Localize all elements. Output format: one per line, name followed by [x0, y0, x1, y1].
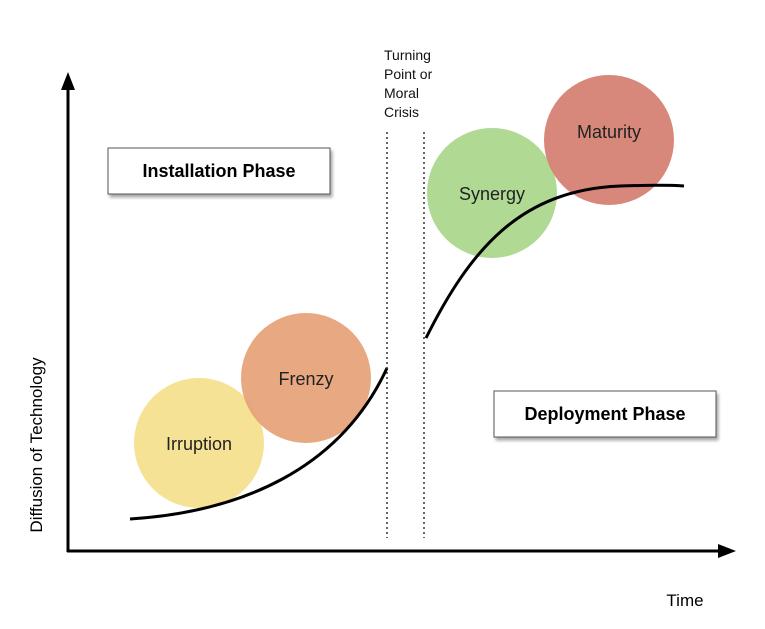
installation-curve	[129, 367, 389, 521]
deployment-curve	[424, 183, 685, 339]
x-axis-arrowhead	[718, 544, 736, 558]
y-axis-arrowhead	[61, 72, 75, 90]
turning-point-line-3: Moral	[384, 85, 419, 101]
turning-point-line-4: Crisis	[384, 104, 419, 120]
turning-point-line-1: Turning	[384, 47, 431, 63]
stage-label-frenzy: Frenzy	[278, 369, 333, 389]
y-axis-label: Diffusion of Technology	[27, 357, 46, 533]
installation-phase-label: Installation Phase	[142, 161, 295, 181]
x-axis-label: Time	[666, 591, 703, 610]
stage-label-irruption: Irruption	[166, 434, 232, 454]
stage-label-maturity: Maturity	[577, 122, 641, 142]
stage-circle-maturity	[544, 75, 674, 205]
deployment-phase-box	[493, 390, 717, 438]
stage-circle-irruption	[134, 378, 264, 508]
stage-circle-frenzy	[241, 313, 371, 443]
stage-circle-synergy	[427, 128, 557, 258]
stage-label-synergy: Synergy	[459, 184, 525, 204]
installation-phase-box	[107, 147, 331, 195]
deployment-phase-label: Deployment Phase	[524, 404, 685, 424]
turning-point-line-2: Point or	[384, 66, 433, 82]
